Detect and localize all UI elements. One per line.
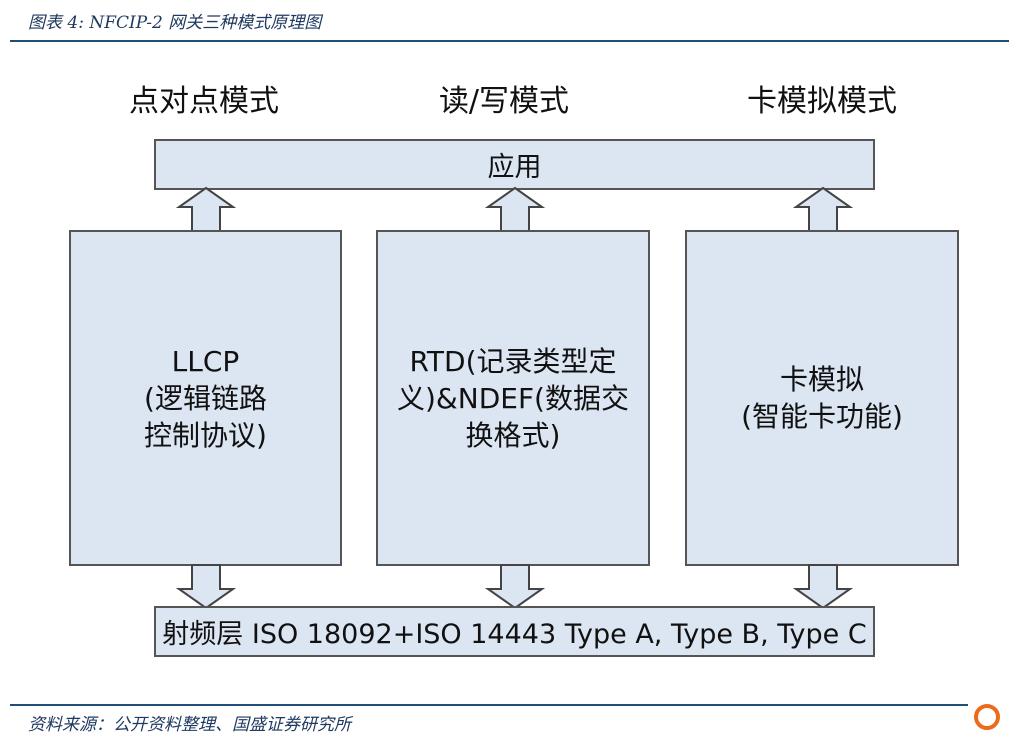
figure-caption: 图表 4: NFCIP-2 网关三种模式原理图 — [28, 13, 322, 33]
up-arrow-icon — [793, 186, 853, 232]
module-llcp: LLCP (逻辑链路 控制协议) — [69, 230, 342, 566]
brand-logo-icon — [974, 704, 1000, 730]
application-layer: 应用 — [154, 139, 875, 190]
rf-layer: 射频层 ISO 18092+ISO 14443 Type A, Type B, … — [154, 606, 875, 657]
module-rtd-ndef: RTD(记录类型定 义)&NDEF(数据交 换格式) — [376, 230, 650, 566]
module-card-emulation: 卡模拟 (智能卡功能) — [685, 230, 959, 566]
source-note: 资料来源：公开资料整理、国盛证券研究所 — [28, 715, 351, 735]
mode-label-read-write: 读/写模式 — [438, 84, 570, 119]
up-arrow-icon — [485, 186, 545, 232]
top-rule — [10, 40, 1009, 42]
down-arrow-icon — [485, 564, 545, 610]
bottom-rule — [10, 704, 968, 706]
up-arrow-icon — [176, 186, 236, 232]
mode-label-p2p: 点对点模式 — [129, 84, 279, 119]
down-arrow-icon — [793, 564, 853, 610]
down-arrow-icon — [176, 564, 236, 610]
mode-label-card-emulation: 卡模拟模式 — [747, 84, 897, 119]
